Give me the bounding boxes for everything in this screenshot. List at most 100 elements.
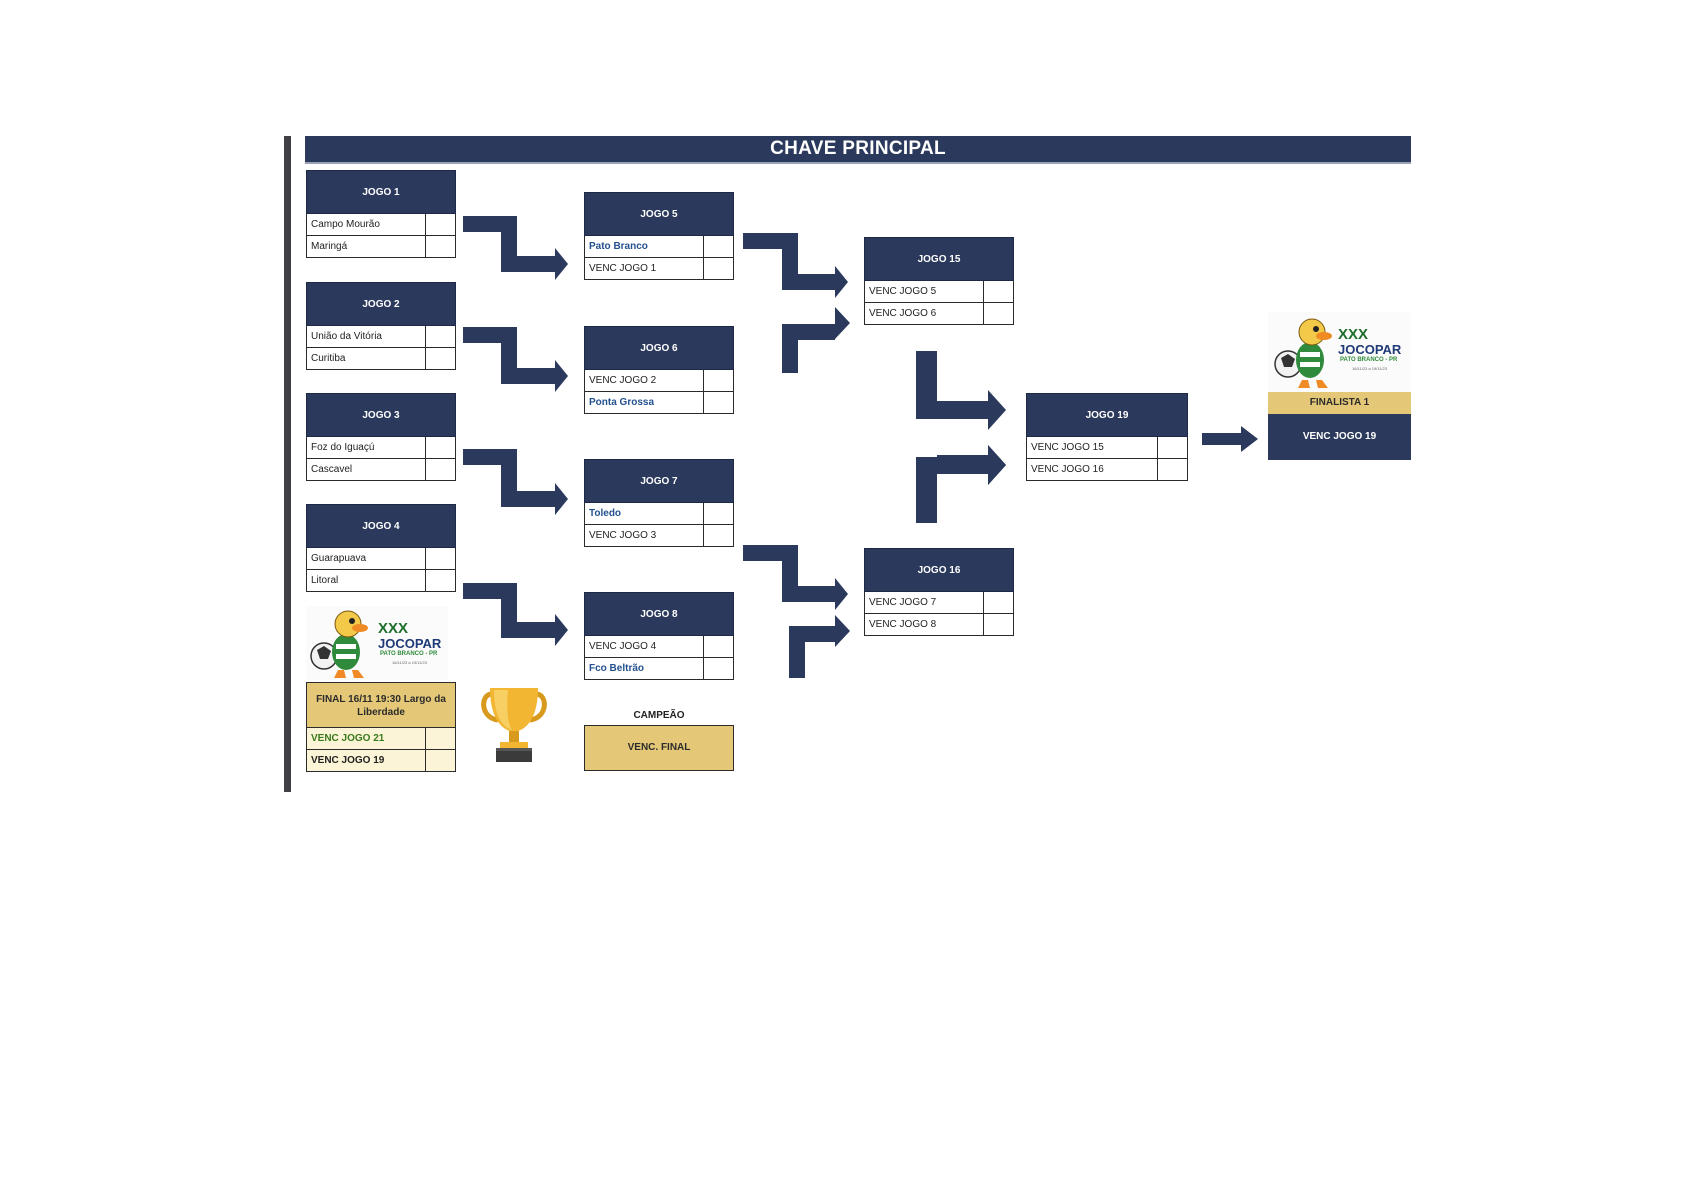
team-name: VENC JOGO 21 <box>307 728 426 749</box>
team-name: VENC JOGO 15 <box>1027 437 1158 458</box>
score-cell[interactable] <box>426 750 455 771</box>
team-name: VENC JOGO 5 <box>865 281 984 302</box>
team-name: Ponta Grossa <box>585 392 704 413</box>
score-cell[interactable] <box>984 281 1013 302</box>
team-name: Cascavel <box>307 459 426 480</box>
team-name: Litoral <box>307 570 426 591</box>
match-jogo-16: JOGO 16 VENC JOGO 7 VENC JOGO 8 <box>864 548 1014 636</box>
score-cell[interactable] <box>1158 459 1187 480</box>
team-slot[interactable]: Maringá <box>306 236 456 258</box>
match-jogo-6: JOGO 6 VENC JOGO 2 Ponta Grossa <box>584 326 734 414</box>
team-name: VENC JOGO 7 <box>865 592 984 613</box>
team-name: Curitiba <box>307 348 426 369</box>
team-slot[interactable]: VENC JOGO 1 <box>584 258 734 280</box>
finalist-label: FINALISTA 1 <box>1268 392 1411 414</box>
score-cell[interactable] <box>426 459 455 480</box>
team-name: Fco Beltrão <box>585 658 704 679</box>
arrow-icon <box>752 615 850 678</box>
team-slot[interactable]: Curitiba <box>306 348 456 370</box>
score-cell[interactable] <box>704 525 733 546</box>
team-slot[interactable]: VENC JOGO 4 <box>584 636 734 658</box>
team-name: VENC JOGO 1 <box>585 258 704 279</box>
match-jogo-8: JOGO 8 VENC JOGO 4 Fco Beltrão <box>584 592 734 680</box>
score-cell[interactable] <box>704 392 733 413</box>
score-cell[interactable] <box>426 214 455 235</box>
final-header: FINAL 16/11 19:30 Largo da Liberdade <box>306 682 456 728</box>
duck-mascot-icon <box>1272 314 1338 390</box>
match-header: JOGO 1 <box>306 170 456 214</box>
champion-box: VENC. FINAL <box>584 725 734 771</box>
match-header: JOGO 4 <box>306 504 456 548</box>
logo-roman: XXX <box>1338 326 1368 343</box>
arrow-icon <box>743 233 848 298</box>
match-header: JOGO 3 <box>306 393 456 437</box>
team-slot[interactable]: VENC JOGO 2 <box>584 370 734 392</box>
team-slot[interactable]: Campo Mourão <box>306 214 456 236</box>
duck-mascot-icon <box>308 606 374 680</box>
match-header: JOGO 5 <box>584 192 734 236</box>
team-slot[interactable]: VENC JOGO 3 <box>584 525 734 547</box>
team-name: Pato Branco <box>585 236 704 257</box>
team-slot[interactable]: União da Vitória <box>306 326 456 348</box>
match-header: JOGO 8 <box>584 592 734 636</box>
team-slot[interactable]: VENC JOGO 21 <box>306 728 456 750</box>
team-name: Guarapuava <box>307 548 426 569</box>
score-cell[interactable] <box>704 236 733 257</box>
team-slot[interactable]: Pato Branco <box>584 236 734 258</box>
match-header: JOGO 7 <box>584 459 734 503</box>
logo-name: JOCOPAR <box>378 636 441 651</box>
logo-city: PATO BRANCO - PR <box>1340 357 1397 363</box>
team-slot[interactable]: VENC JOGO 8 <box>864 614 1014 636</box>
team-slot[interactable]: VENC JOGO 16 <box>1026 459 1188 481</box>
team-slot[interactable]: VENC JOGO 5 <box>864 281 1014 303</box>
team-slot[interactable]: Fco Beltrão <box>584 658 734 680</box>
arrow-icon <box>463 449 568 515</box>
team-slot[interactable]: VENC JOGO 6 <box>864 303 1014 325</box>
match-jogo-5: JOGO 5 Pato Branco VENC JOGO 1 <box>584 192 734 280</box>
arrow-icon <box>916 351 1006 430</box>
logo-name: JOCOPAR <box>1338 342 1401 357</box>
team-slot[interactable]: Foz do Iguaçú <box>306 437 456 459</box>
team-slot[interactable]: Litoral <box>306 570 456 592</box>
team-name: Toledo <box>585 503 704 524</box>
score-cell[interactable] <box>704 636 733 657</box>
arrow-icon <box>463 583 568 646</box>
arrow-icon <box>463 216 568 280</box>
match-header: JOGO 19 <box>1026 393 1188 437</box>
score-cell[interactable] <box>704 658 733 679</box>
team-slot[interactable]: Guarapuava <box>306 548 456 570</box>
team-slot[interactable]: Cascavel <box>306 459 456 481</box>
arrow-icon <box>745 307 850 373</box>
team-slot[interactable]: Ponta Grossa <box>584 392 734 414</box>
match-jogo-15: JOGO 15 VENC JOGO 5 VENC JOGO 6 <box>864 237 1014 325</box>
match-header: JOGO 2 <box>306 282 456 326</box>
logo-city: PATO BRANCO - PR <box>380 651 437 657</box>
match-jogo-3: JOGO 3 Foz do Iguaçú Cascavel <box>306 393 456 481</box>
score-cell[interactable] <box>426 326 455 347</box>
score-cell[interactable] <box>704 258 733 279</box>
score-cell[interactable] <box>704 503 733 524</box>
team-name: VENC JOGO 8 <box>865 614 984 635</box>
champion-label: CAMPEÃO <box>584 710 734 721</box>
match-jogo-19: JOGO 19 VENC JOGO 15 VENC JOGO 16 <box>1026 393 1188 481</box>
team-slot[interactable]: VENC JOGO 19 <box>306 750 456 772</box>
team-name: Campo Mourão <box>307 214 426 235</box>
team-slot[interactable]: VENC JOGO 7 <box>864 592 1014 614</box>
score-cell[interactable] <box>426 728 455 749</box>
score-cell[interactable] <box>984 614 1013 635</box>
match-jogo-7: JOGO 7 Toledo VENC JOGO 3 <box>584 459 734 547</box>
match-jogo-4: JOGO 4 Guarapuava Litoral <box>306 504 456 592</box>
score-cell[interactable] <box>1158 437 1187 458</box>
score-cell[interactable] <box>984 303 1013 324</box>
score-cell[interactable] <box>426 570 455 591</box>
team-name: VENC JOGO 2 <box>585 370 704 391</box>
score-cell[interactable] <box>984 592 1013 613</box>
team-slot[interactable]: Toledo <box>584 503 734 525</box>
score-cell[interactable] <box>426 437 455 458</box>
score-cell[interactable] <box>426 236 455 257</box>
score-cell[interactable] <box>426 348 455 369</box>
team-slot[interactable]: VENC JOGO 15 <box>1026 437 1188 459</box>
score-cell[interactable] <box>704 370 733 391</box>
score-cell[interactable] <box>426 548 455 569</box>
logo-dates: 16/11/23 a 19/11/23 <box>392 660 427 665</box>
